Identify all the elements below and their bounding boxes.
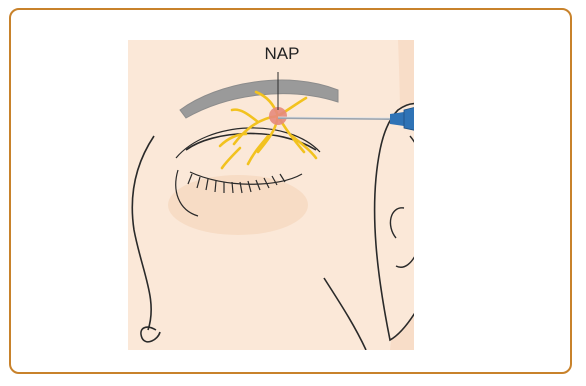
- face-illustration: [128, 40, 414, 350]
- nap-label: NAP: [257, 44, 307, 64]
